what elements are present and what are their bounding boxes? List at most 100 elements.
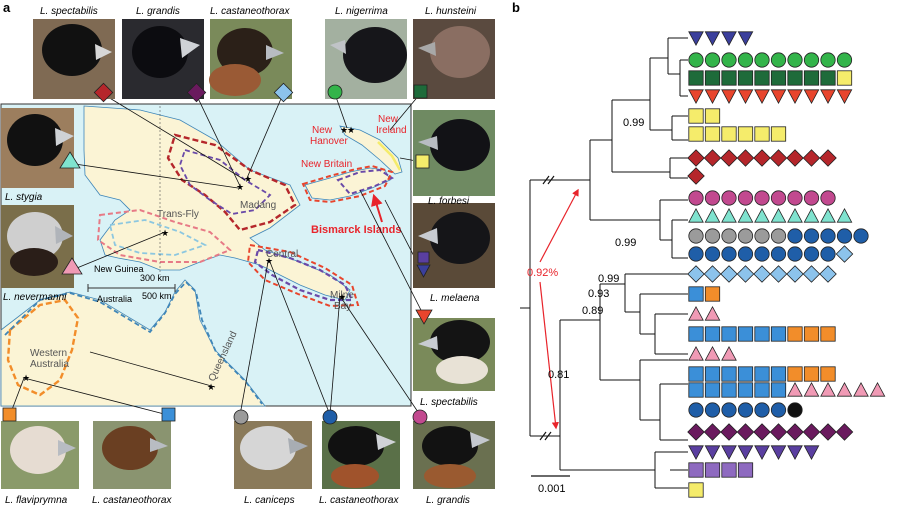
tip-marker-row21-3 xyxy=(737,445,754,461)
tip-marker-row3-6 xyxy=(787,89,803,105)
tip-marker-row11-4 xyxy=(754,246,770,262)
tip-marker-row21-1 xyxy=(704,445,721,461)
tip-marker-row21-5 xyxy=(770,445,787,461)
tip-marker-row20-6 xyxy=(786,423,804,441)
tip-marker-row19-4 xyxy=(754,402,770,418)
tip-marker-row12-5 xyxy=(769,265,788,283)
tip-marker-row13-0 xyxy=(704,286,721,302)
tip-marker-row18-0 xyxy=(688,382,704,398)
tip-marker-row3-1 xyxy=(704,89,721,105)
tip-marker-row22-1 xyxy=(704,462,721,478)
locality-star-4: ★ xyxy=(347,125,355,135)
map-label-new-guinea: New Guinea xyxy=(94,264,144,274)
label-castaneothorax-bottom2: L. castaneothorax xyxy=(319,495,399,506)
tip-marker-row17-0 xyxy=(787,366,803,382)
tip-marker-row5-0 xyxy=(688,126,704,142)
marker-spectabilis-top xyxy=(93,82,114,103)
new-ireland-land xyxy=(339,125,403,175)
tip-marker-row7-0 xyxy=(687,167,705,185)
divergence-arrow-down xyxy=(539,281,559,430)
tip-marker-row1-2 xyxy=(721,52,737,68)
tip-marker-row6-5 xyxy=(769,149,788,167)
tip-marker-row9-5 xyxy=(770,207,787,223)
tip-marker-row4-0 xyxy=(688,108,704,124)
tip-marker-row0-2 xyxy=(721,31,737,47)
label-melaena: L. melaena xyxy=(430,293,480,304)
tip-marker-row3-9 xyxy=(836,89,853,105)
tip-marker-row2-2 xyxy=(721,70,737,86)
tip-marker-row5-3 xyxy=(737,126,754,142)
tip-marker-row6-2 xyxy=(720,149,738,167)
tip-marker-row22-2 xyxy=(721,462,737,478)
tip-marker-row16-2 xyxy=(721,345,737,361)
bird-head-nevermanni xyxy=(7,212,63,260)
tip-marker-row21-2 xyxy=(721,445,737,461)
tip-marker-row6-7 xyxy=(802,149,821,167)
tip-marker-row11-1 xyxy=(704,246,721,262)
madang-range xyxy=(166,133,297,232)
tip-marker-row9-2 xyxy=(721,207,737,223)
tip-marker-row20-5 xyxy=(769,423,788,441)
australia-coast-range xyxy=(4,280,263,405)
bird-throat-nevermanni xyxy=(10,248,58,276)
label-caniceps: L. caniceps xyxy=(244,495,295,506)
tip-marker-row11-5 xyxy=(770,246,787,262)
new-guinea-land xyxy=(83,105,351,301)
tip-marker-row3-7 xyxy=(803,89,820,105)
map-scale-300: 300 km xyxy=(140,273,170,283)
tip-marker-row2-5 xyxy=(770,70,787,86)
tip-marker-row10-2 xyxy=(721,228,737,244)
tip-marker-row9-9 xyxy=(836,207,853,223)
bird-breast-castaneothorax-bottom2 xyxy=(331,464,379,488)
bird-head-castaneothorax-top xyxy=(217,28,273,76)
bird-beak-castaneothorax-bottom xyxy=(150,438,168,452)
tip-marker-row20-2 xyxy=(720,423,738,441)
tip-marker-row3-4 xyxy=(754,89,770,105)
tip-marker-row19-1 xyxy=(704,402,721,418)
tip-marker-row8-2 xyxy=(721,190,737,206)
tip-marker-row21-4 xyxy=(754,445,770,461)
tip-marker-row19-0 xyxy=(688,402,704,418)
tip-marker-row20-3 xyxy=(736,423,755,441)
tip-marker-row12-0 xyxy=(687,265,705,283)
tip-marker-row18-2 xyxy=(820,381,836,397)
tip-marker-row2-4 xyxy=(754,70,770,86)
tip-marker-row12-2 xyxy=(720,265,738,283)
tip-marker-row17-5 xyxy=(770,366,787,382)
bird-head-castaneothorax-bottom2 xyxy=(328,426,384,466)
map-label-bismarck: Bismarck Islands xyxy=(311,224,402,236)
tree-scale-label: 0.001 xyxy=(538,483,566,495)
tip-marker-row0-0 xyxy=(688,31,704,47)
map-markers xyxy=(2,82,433,425)
tip-marker-row9-0 xyxy=(688,207,704,223)
label-spectabilis-right: L. spectabilis xyxy=(420,397,478,408)
bird-beak-melaena xyxy=(418,228,438,244)
tip-marker-row12-7 xyxy=(802,265,821,283)
tip-marker-row15-4 xyxy=(754,326,770,342)
tip-marker-row18-1 xyxy=(704,382,721,398)
bird-beak-spectabilis-top xyxy=(95,44,112,60)
tip-marker-row18-2 xyxy=(721,382,737,398)
support-5: 0.89 xyxy=(582,305,603,317)
locality-star-6: ★ xyxy=(265,256,273,266)
locality-star-7: ★ xyxy=(338,292,346,302)
tip-marker-row5-2 xyxy=(721,126,737,142)
tip-marker-row23-0 xyxy=(688,482,704,498)
bird-head-castaneothorax-bottom xyxy=(102,426,158,470)
tip-marker-row1-3 xyxy=(737,52,754,68)
tip-marker-row0-1 xyxy=(704,31,721,47)
label-stygia: L. stygia xyxy=(5,192,43,203)
tip-marker-row3-0 xyxy=(688,89,704,105)
tip-marker-row20-9 xyxy=(835,423,854,441)
map-label-madang: Madang xyxy=(240,200,276,211)
bird-beak-grandis-top xyxy=(180,38,200,58)
label-spectabilis-top: L. spectabilis xyxy=(40,6,98,17)
bird-head-grandis-bottom xyxy=(422,426,478,466)
tip-marker-row15-1 xyxy=(704,326,721,342)
locality-star-2: ★ xyxy=(236,182,244,192)
marker-grandis-bottom xyxy=(412,409,428,425)
tip-marker-row11-6 xyxy=(787,246,803,262)
